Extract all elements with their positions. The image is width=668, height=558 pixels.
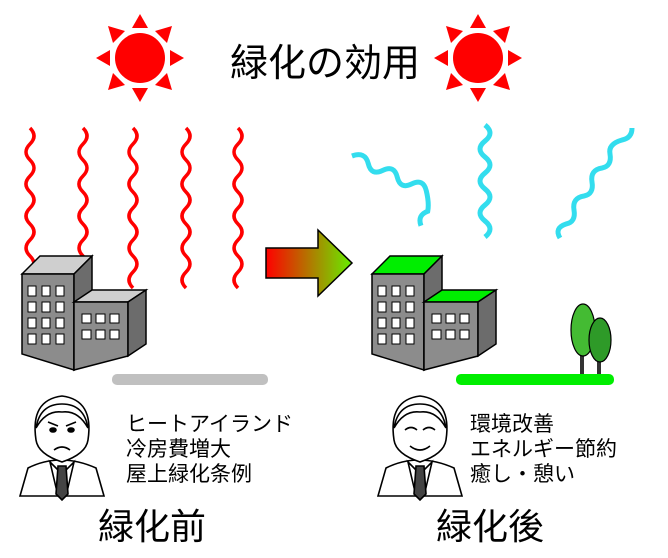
cool-waves bbox=[351, 123, 635, 240]
before-effects-list: ヒートアイランド 冷房費増大 屋上緑化条例 bbox=[126, 412, 293, 486]
ground-before bbox=[112, 374, 268, 385]
before-effect-item: 屋上緑化条例 bbox=[126, 461, 252, 486]
green-roof-building-icon bbox=[370, 254, 499, 372]
after-caption: 緑化後 bbox=[436, 507, 545, 548]
after-effects-list: 環境改善 エネルギー節約 癒し・憩い bbox=[470, 412, 617, 486]
cool-wave-icon bbox=[477, 123, 493, 239]
heat-wave-icon bbox=[180, 126, 192, 290]
heat-wave-icon bbox=[127, 126, 139, 290]
sun-icon bbox=[96, 14, 184, 102]
before-effect-item: 冷房費増大 bbox=[126, 436, 231, 461]
before-effect-item: ヒートアイランド bbox=[126, 412, 293, 436]
cool-wave-icon bbox=[351, 152, 431, 227]
person-smiling-icon bbox=[376, 395, 464, 502]
tree-icon bbox=[570, 303, 612, 374]
after-effect-item: 癒し・憩い bbox=[470, 461, 575, 486]
sun-icon bbox=[434, 14, 522, 102]
diagram-title: 緑化の効用 bbox=[230, 41, 421, 85]
ground-after bbox=[456, 374, 614, 385]
right-arrow-icon bbox=[265, 228, 354, 298]
after-effect-item: エネルギー節約 bbox=[470, 436, 617, 461]
cool-wave-icon bbox=[555, 127, 635, 240]
building-icon bbox=[20, 254, 149, 372]
after-effect-item: 環境改善 bbox=[470, 412, 554, 436]
heat-wave-icon bbox=[232, 126, 244, 290]
before-caption: 緑化前 bbox=[98, 507, 207, 548]
person-frowning-icon bbox=[18, 395, 106, 502]
